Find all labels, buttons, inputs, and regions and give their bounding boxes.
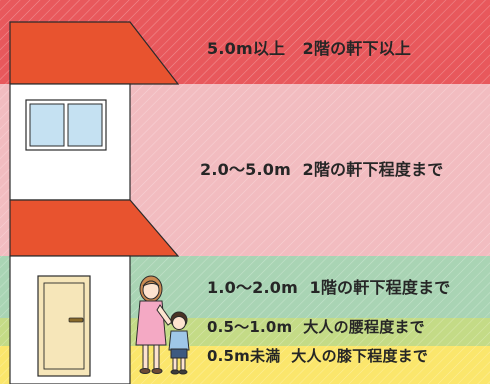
label-under-05m: 0.5m未満 大人の膝下程度まで [207,349,428,364]
label-2-5m: 2.0〜5.0m 2階の軒下程度まで [200,162,443,178]
label-1-2m: 1.0〜2.0m 1階の軒下程度まで [207,280,450,296]
depth-value: 1.0〜2.0m [207,278,298,297]
depth-description: 大人の膝下程度まで [291,347,429,365]
house-icon [9,21,180,384]
depth-description: 2階の軒下程度まで [302,160,444,179]
label-5m-plus: 5.0m以上 2階の軒下以上 [207,41,411,57]
depth-value: 0.5m未満 [207,347,281,365]
depth-description: 1階の軒下程度まで [309,278,451,297]
door-icon [37,275,91,377]
door-handle-icon [68,317,84,323]
label-05-1m: 0.5〜1.0m 大人の腰程度まで [207,320,425,335]
child-icon [168,311,190,375]
depth-value: 5.0m以上 [207,39,286,58]
depth-value: 2.0〜5.0m [200,160,291,179]
depth-value: 0.5〜1.0m [207,318,293,336]
mother-icon [135,275,173,374]
depth-description: 大人の腰程度まで [303,318,425,336]
depth-description: 2階の軒下以上 [302,39,412,58]
